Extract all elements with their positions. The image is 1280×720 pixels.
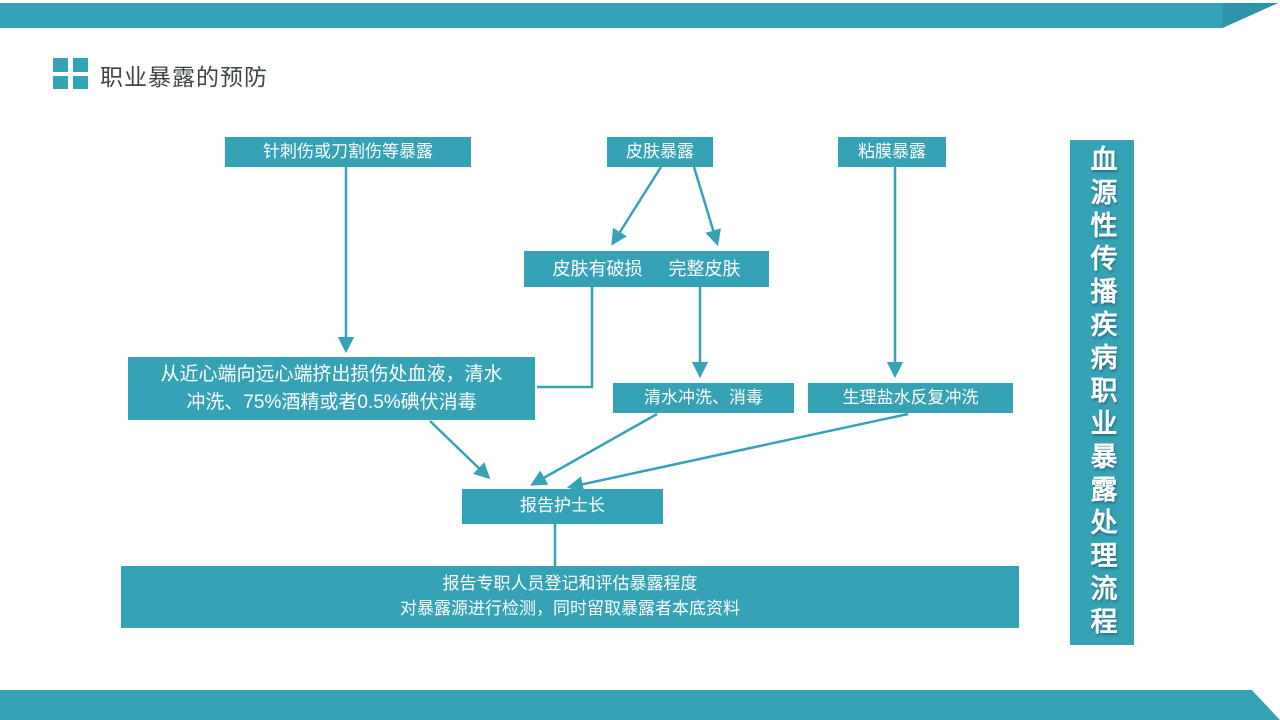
grid-squares-icon [53,58,89,90]
flow-label-skin-intact: 完整皮肤 [668,258,741,279]
flow-node-needle-cut-exposure: 针刺伤或刀割伤等暴露 [225,137,471,167]
connector-broken-to-squeeze [537,287,594,389]
connector-skin-to-broken [611,166,663,246]
connector-squeeze-to-nurse [429,420,491,480]
flow-node-report-nurse: 报告护士长 [462,489,663,524]
squeeze-line-1: 从近心端向远心端挤出损伤处血液，清水 [160,363,503,385]
bottom-accent-bar [0,690,1280,720]
flow-node-water-rinse: 清水冲洗、消毒 [613,383,794,413]
page-title: 职业暴露的预防 [100,64,268,90]
side-banner-text: 血源性传播疾病职业暴露处理流程 [1086,145,1117,640]
top-accent-bar [0,3,1279,28]
connector-saline-to-nurse [566,412,909,493]
flow-node-saline-rinse: 生理盐水反复冲洗 [808,383,1013,413]
report-staff-line-2: 对暴露源进行检测，同时留取暴露者本底资料 [400,599,740,618]
flow-node-skin-condition: 皮肤有破损 完整皮肤 [524,251,769,287]
flow-node-mucosa-exposure: 粘膜暴露 [838,137,946,167]
report-staff-line-1: 报告专职人员登记和评估暴露程度 [442,574,698,594]
connector-skin-to-intact [692,166,722,247]
squeeze-line-2: 冲洗、75%酒精或者0.5%碘伏消毒 [186,391,477,413]
flow-node-squeeze-disinfect: 从近心端向远心端挤出损伤处血液，清水 冲洗、75%酒精或者0.5%碘伏消毒 [128,357,535,420]
flow-node-skin-exposure: 皮肤暴露 [607,137,713,167]
side-banner: 血源性传播疾病职业暴露处理流程 [1070,140,1134,645]
flow-node-report-staff: 报告专职人员登记和评估暴露程度 对暴露源进行检测，同时留取暴露者本底资料 [121,566,1019,628]
connector-rinse-to-nurse [530,412,658,486]
flow-label-skin-broken: 皮肤有破损 [552,258,643,279]
